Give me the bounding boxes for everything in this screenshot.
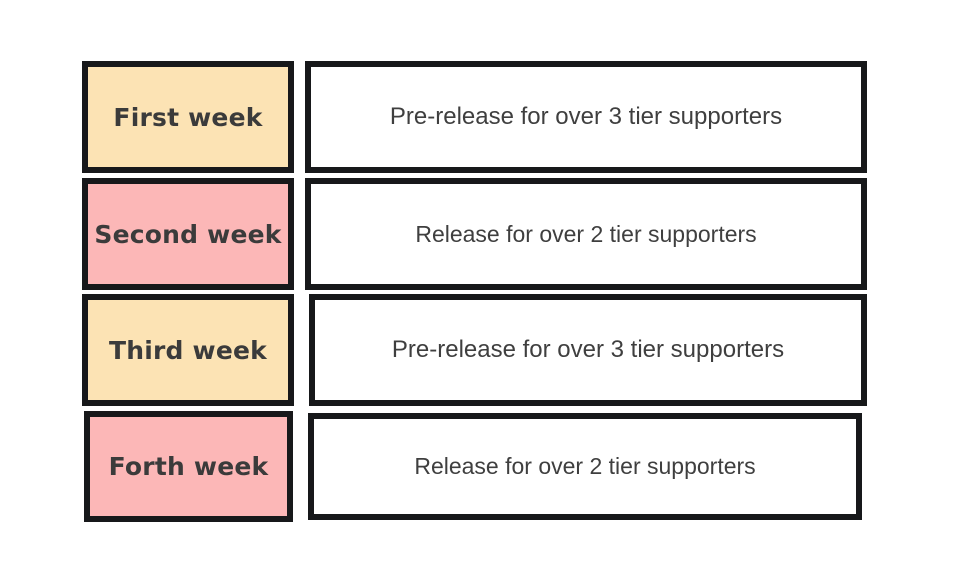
week-label-cell: Second week [82, 178, 294, 290]
week-description-text: Pre-release for over 3 tier supporters [391, 336, 785, 363]
week-description-cell: Release for over 2 tier supporters [305, 178, 867, 290]
week-description-text: Release for over 2 tier supporters [414, 453, 756, 479]
week-description-cell: Pre-release for over 3 tier supporters [305, 61, 867, 173]
schedule-row: Second week Release for over 2 tier supp… [82, 178, 867, 290]
week-label-text: First week [113, 102, 263, 132]
week-description-cell: Release for over 2 tier supporters [308, 413, 862, 520]
week-description-text: Release for over 2 tier supporters [415, 220, 757, 247]
week-description-text: Pre-release for over 3 tier supporters [389, 103, 783, 130]
week-description-cell: Pre-release for over 3 tier supporters [309, 294, 867, 406]
week-label-cell: Forth week [84, 411, 293, 522]
week-label-text: Second week [94, 219, 282, 249]
week-label-cell: First week [82, 61, 294, 173]
schedule-row: First week Pre-release for over 3 tier s… [82, 61, 867, 173]
schedule-row: Forth week Release for over 2 tier suppo… [84, 411, 862, 522]
schedule-row: Third week Pre-release for over 3 tier s… [82, 294, 867, 406]
week-label-cell: Third week [82, 294, 294, 406]
week-label-text: Forth week [108, 452, 269, 481]
week-label-text: Third week [109, 335, 267, 365]
